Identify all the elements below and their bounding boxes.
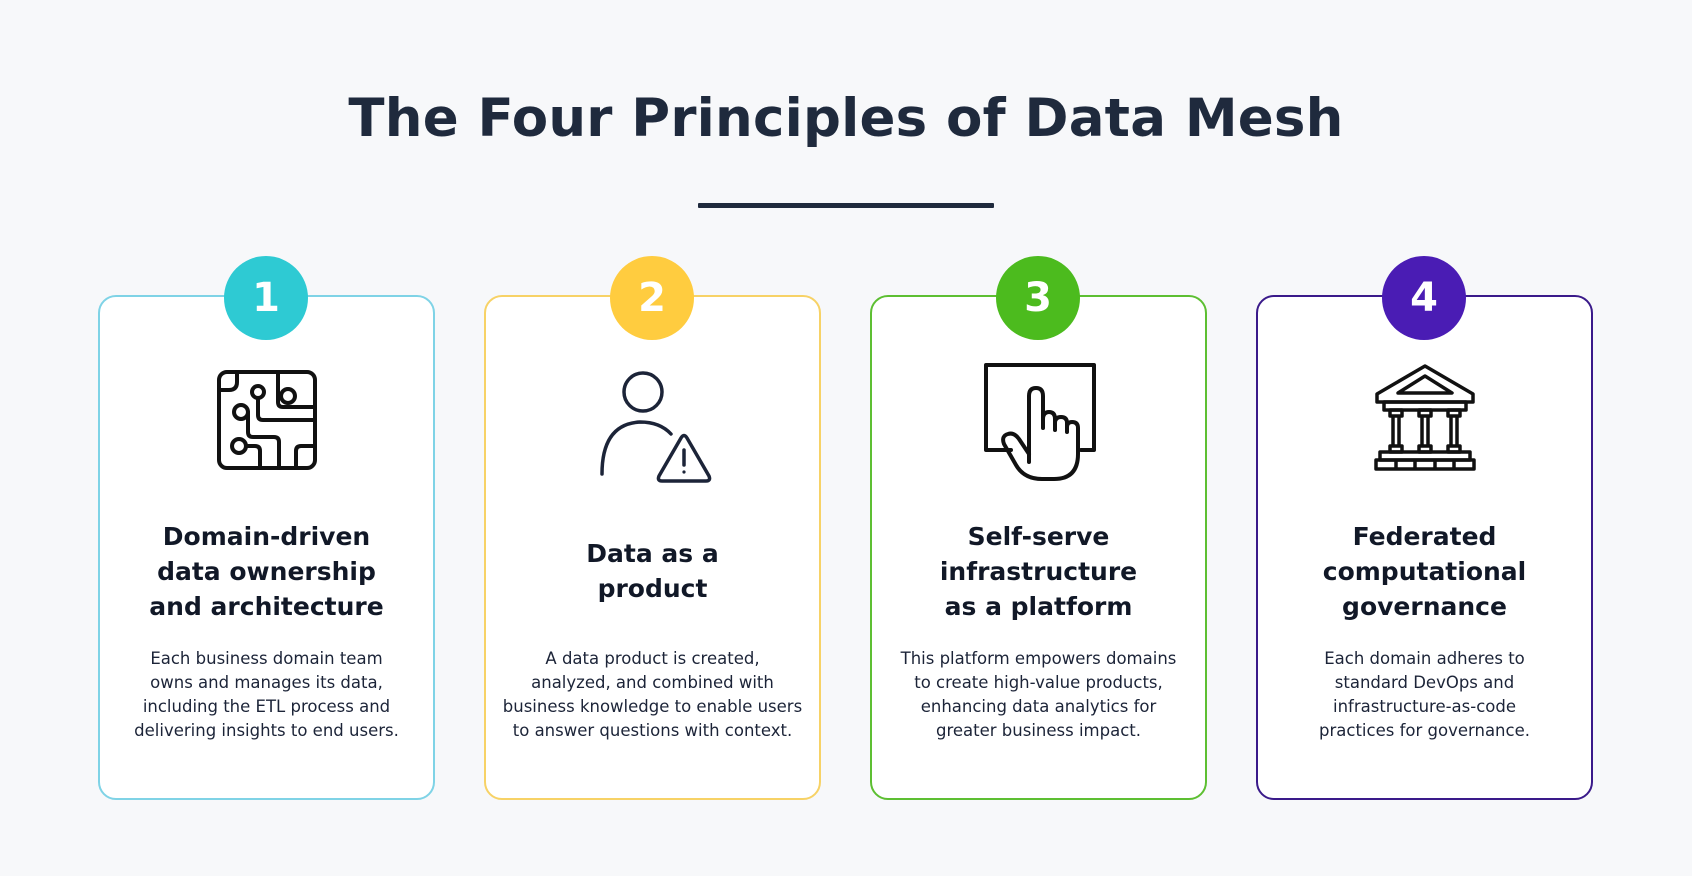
principle-card-3: Self-serve infrastructure as a platform …	[870, 295, 1207, 800]
principle-card-2: Data as a product A data product is crea…	[484, 295, 821, 800]
principle-number-badge: 2	[610, 256, 694, 340]
principle-description: A data product is created, analyzed, and…	[502, 649, 803, 740]
principle-title: Data as a product	[586, 539, 719, 603]
title-divider	[698, 203, 994, 208]
principle-description: This platform empowers domains to create…	[900, 649, 1177, 740]
principle-number-badge: 4	[1382, 256, 1466, 340]
principle-title: Domain-driven data ownership and archite…	[149, 522, 384, 621]
principle-title: Federated computational governance	[1322, 522, 1527, 621]
principle-number-badge: 3	[996, 256, 1080, 340]
user-warning-icon	[599, 371, 711, 483]
circuit-board-icon	[216, 370, 317, 470]
page-title: The Four Principles of Data Mesh	[348, 88, 1344, 149]
principle-number-badge: 1	[224, 256, 308, 340]
principle-title: Self-serve infrastructure as a platform	[939, 522, 1138, 621]
principle-card-4: Federated computational governance Each …	[1256, 295, 1593, 800]
principle-card-1: Domain-driven data ownership and archite…	[98, 295, 435, 800]
touchscreen-hand-icon	[983, 363, 1096, 481]
government-building-icon	[1373, 364, 1476, 471]
principle-description: Each domain adheres to standard DevOps a…	[1319, 649, 1530, 740]
principle-description: Each business domain team owns and manag…	[134, 649, 399, 740]
